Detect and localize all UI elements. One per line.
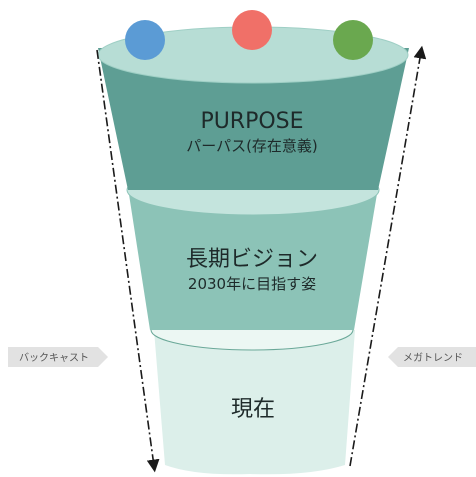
funnel-top-band xyxy=(98,48,409,190)
vision-title: 長期ビジョン xyxy=(186,247,318,272)
megatrend-label-box: メガトレンド xyxy=(388,347,476,367)
red-circle xyxy=(232,10,272,50)
present-title: 現在 xyxy=(231,397,275,422)
blue-circle xyxy=(125,20,165,60)
funnel-middle-band xyxy=(128,188,378,330)
backcast-arrow xyxy=(96,49,160,473)
backcast-label: バックキャスト xyxy=(19,352,89,364)
megatrend-label: メガトレンド xyxy=(403,352,463,364)
purpose-subtitle: パーパス(存在意義) xyxy=(186,137,318,155)
vision-subtitle: 2030年に目指す姿 xyxy=(188,275,316,293)
megatrend-arrow xyxy=(349,45,427,467)
purpose-title: PURPOSE xyxy=(200,109,303,134)
funnel-bottom-band xyxy=(154,330,355,475)
green-circle xyxy=(333,20,373,60)
backcast-label-box: バックキャスト xyxy=(8,347,108,367)
